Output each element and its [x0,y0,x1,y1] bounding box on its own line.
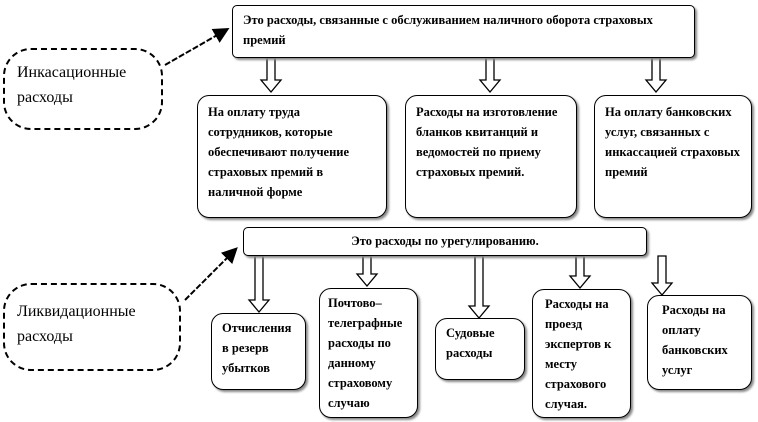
collection-item: Расходы на изготовление бланков квитанци… [405,95,577,218]
liquidation-definition: Это расходы по урегулированию. [243,227,647,256]
category-label-collection: Инкасационные расходы [3,48,163,130]
down-arrow [259,57,283,94]
down-arrow [650,255,674,297]
down-arrow [467,255,491,320]
liquidation-item: Отчисления в резерв убытков [211,313,306,390]
collection-definition: Это расходы, связанные с обслуживанием н… [232,5,695,58]
down-arrow [355,255,379,288]
category-label-liquidation: Ликвидационные расходы [3,283,181,371]
collection-item: На оплату банковских услуг, связанных с … [594,95,752,218]
liquidation-item: Расходы на проезд экспертов к месту стра… [532,289,631,418]
down-arrow [568,255,592,290]
collection-item: На оплату труда сотрудников, которые обе… [197,95,387,218]
liquidation-item: Почтово–телеграфные расходы по данному с… [319,288,418,418]
down-arrow [478,57,502,94]
liquidation-item: Судовые расходы [435,318,525,380]
pointer-arrow-top [164,28,230,66]
down-arrow [247,255,271,314]
down-arrow [644,57,668,94]
pointer-arrow-bottom [184,247,238,301]
liquidation-item: Расходы на оплату банковских услуг [647,295,752,390]
